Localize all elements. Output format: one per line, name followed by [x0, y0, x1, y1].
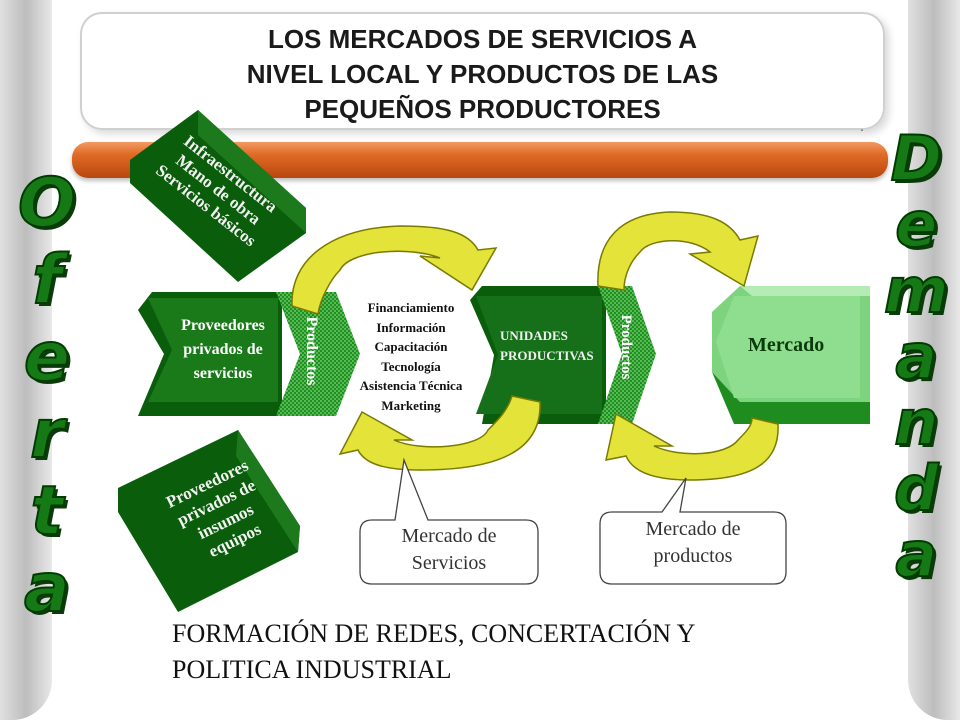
- oferta-letter: t: [30, 472, 64, 551]
- callout-servicios-line-2: Servicios: [411, 552, 487, 574]
- demanda-letter: D: [890, 122, 943, 195]
- services-list: Financiamiento Información Capacitación …: [330, 298, 492, 415]
- footer-line-1: FORMACIÓN DE REDES, CONCERTACIÓN Y: [172, 619, 696, 648]
- callout-productos: [599, 477, 787, 585]
- demanda-letter: a: [894, 320, 938, 393]
- callout-productos-text: Mercado de productos: [600, 516, 786, 570]
- productos-tab-2: [598, 286, 656, 424]
- title-line-3: PEQUEÑOS PRODUCTORES: [304, 94, 661, 124]
- service-item: Asistencia Técnica: [359, 378, 463, 393]
- infra-box: [130, 110, 306, 282]
- demanda-letter: m: [883, 254, 950, 327]
- title-card: [80, 12, 885, 130]
- proveedores-servicios-label: Proveedores privados de servicios: [150, 314, 296, 386]
- proveedores-servicios-line-3: servicios: [193, 365, 253, 382]
- proveedores-servicios-chevron: [138, 292, 282, 416]
- callout-servicios-line-1: Mercado de: [401, 525, 497, 547]
- proveedores-servicios-line-2: privados de: [183, 341, 263, 358]
- title-line-1: LOS MERCADOS DE SERVICIOS A: [267, 24, 698, 54]
- arrow-cycle-services: [291, 225, 541, 471]
- callout-productos-line-1: Mercado de: [645, 518, 741, 540]
- productos-tab-2-label: Productos: [618, 314, 634, 380]
- oferta-letter: f: [31, 241, 63, 320]
- proveedores-servicios-line-1: Proveedores: [181, 317, 265, 334]
- unidades-chevron: [470, 286, 606, 424]
- oferta-letter: r: [29, 395, 65, 474]
- title-line-2: NIVEL LOCAL Y PRODUCTOS DE LAS: [246, 59, 719, 89]
- productos-tab-1-label: Productos: [303, 316, 320, 386]
- footer-line-2: POLITICA INDUSTRIAL: [172, 655, 452, 684]
- callout-productos-line-2: productos: [653, 545, 733, 567]
- unidades-label: UNIDADES PRODUCTIVAS: [500, 326, 640, 366]
- title-dot: .: [860, 118, 864, 134]
- mercado-box: [712, 286, 870, 424]
- unidades-line-1: UNIDADES: [500, 328, 568, 343]
- callout-servicios-text: Mercado de Servicios: [360, 523, 538, 577]
- productos-tab-1: [276, 292, 360, 416]
- footer-text: FORMACIÓN DE REDES, CONCERTACIÓN Y POLIT…: [172, 616, 872, 688]
- callout-servicios: [359, 457, 539, 585]
- service-item: Marketing: [381, 397, 441, 413]
- page-title: LOS MERCADOS DE SERVICIOS A NIVEL LOCAL …: [80, 22, 885, 127]
- oferta-letter: a: [23, 549, 71, 628]
- demanda-letter: n: [893, 386, 939, 459]
- oferta-word-art: O f e r t a: [17, 164, 77, 632]
- service-item: Capacitación: [374, 339, 448, 354]
- oferta-letter: e: [23, 318, 71, 397]
- demanda-letter: a: [894, 518, 938, 591]
- service-item: Tecnología: [381, 358, 441, 374]
- demanda-word-art: D e m a n d a: [883, 122, 950, 591]
- oferta-letter: O: [17, 164, 77, 243]
- unidades-line-2: PRODUCTIVAS: [500, 348, 594, 363]
- right-sidebar: [908, 0, 960, 720]
- demanda-letter: d: [893, 452, 939, 525]
- mercado-label: Mercado: [748, 334, 825, 356]
- service-item: Financiamiento: [367, 300, 455, 315]
- insumos-box: [118, 430, 300, 612]
- service-item: Información: [376, 319, 446, 335]
- demanda-letter: e: [894, 188, 938, 261]
- arrow-cycle-products: [597, 211, 779, 481]
- left-sidebar: [0, 0, 52, 720]
